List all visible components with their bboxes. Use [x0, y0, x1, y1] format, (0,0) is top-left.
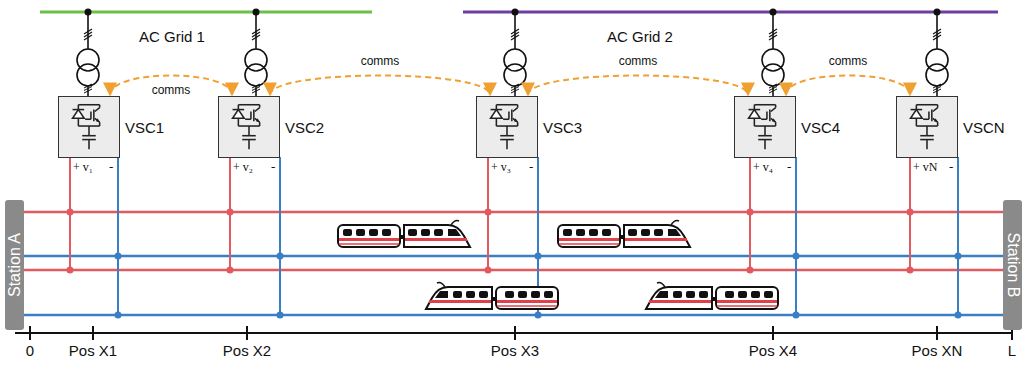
link-label: comms: [617, 54, 660, 68]
station-band: Station B: [1003, 200, 1022, 330]
converter-symbol: [219, 97, 279, 157]
grid-name: AC Grid 2: [607, 28, 673, 45]
converter-symbol: [59, 97, 119, 157]
terminal-voltage: + v₂: [233, 160, 253, 175]
terminal-voltage: -: [271, 159, 275, 175]
converter-name: VSC4: [801, 119, 840, 136]
terminal-voltage: + v₁: [73, 160, 93, 175]
converter-box: VSC4: [734, 96, 796, 158]
terminal-voltage: + vN: [913, 160, 937, 175]
grid-name: AC Grid 1: [139, 28, 205, 45]
converter-box: VSC3: [476, 96, 538, 158]
comms-link: [528, 76, 748, 96]
position-mark: Pos X3: [491, 342, 539, 359]
station-band: Station A: [5, 200, 24, 330]
converter-name: VSC3: [543, 119, 582, 136]
position-mark: Pos X2: [223, 342, 271, 359]
link-label: comms: [827, 54, 870, 68]
station-name: Station A: [6, 233, 24, 297]
station-name: Station B: [1004, 233, 1022, 298]
link-label: comms: [359, 54, 402, 68]
comms-link: [270, 76, 490, 96]
converter-symbol: [897, 97, 957, 157]
converter-name: VSC2: [285, 119, 324, 136]
converter-box: VSC2: [218, 96, 280, 158]
link-label: comms: [150, 83, 193, 97]
position-mark: L: [1008, 342, 1016, 359]
converter-symbol: [735, 97, 795, 157]
comms-link: [786, 76, 910, 96]
terminal-voltage: + v₄: [753, 160, 773, 175]
terminal-voltage: -: [949, 159, 953, 175]
terminal-voltage: + v₃: [491, 160, 511, 175]
converter-name: VSC1: [125, 119, 164, 136]
position-mark: Pos X4: [749, 342, 797, 359]
terminal-voltage: -: [529, 159, 533, 175]
terminal-voltage: -: [787, 159, 791, 175]
position-mark: Pos X1: [69, 342, 117, 359]
terminal-voltage: -: [109, 159, 113, 175]
converter-name: VSCN: [963, 119, 1005, 136]
position-mark: Pos XN: [912, 342, 963, 359]
converter-symbol: [477, 97, 537, 157]
converter-box: VSC1: [58, 96, 120, 158]
position-mark: 0: [26, 342, 34, 359]
converter-box: VSCN: [896, 96, 958, 158]
